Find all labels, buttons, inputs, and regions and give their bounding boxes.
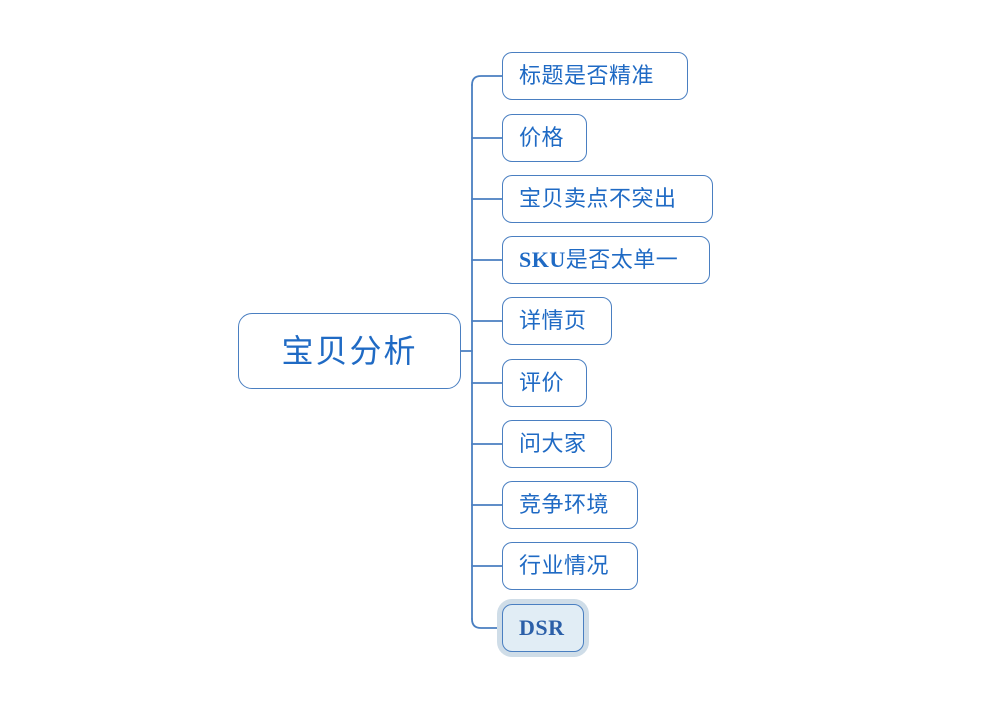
mindmap-node-label: 竞争环境	[519, 492, 610, 517]
mindmap-root-label: 宝贝分析	[281, 333, 418, 369]
mindmap-node-10[interactable]: DSR	[502, 604, 584, 652]
mindmap-node-7[interactable]: 问大家	[502, 420, 612, 468]
mindmap-node-label: 标题是否精准	[519, 63, 655, 88]
mindmap-node-label: 评价	[519, 370, 565, 395]
mindmap-node-label: 宝贝卖点不突出	[519, 186, 677, 211]
mindmap-root-node[interactable]: 宝贝分析	[238, 313, 461, 389]
mindmap-node-3[interactable]: 宝贝卖点不突出	[502, 175, 713, 223]
mindmap-node-label: 价格	[519, 125, 565, 150]
mindmap-node-label: 详情页	[519, 308, 587, 333]
mindmap-node-1[interactable]: 标题是否精准	[502, 52, 688, 100]
mindmap-node-4[interactable]: SKU是否太单一	[502, 236, 710, 284]
mindmap-node-2[interactable]: 价格	[502, 114, 587, 162]
mindmap-node-label: SKU是否太单一	[519, 247, 679, 272]
mindmap-node-label: 行业情况	[519, 553, 610, 578]
mindmap-node-label: 问大家	[519, 431, 587, 456]
connector-branch-1	[471, 75, 503, 86]
mindmap-node-6[interactable]: 评价	[502, 359, 587, 407]
mindmap-node-9[interactable]: 行业情况	[502, 542, 638, 590]
mindmap-node-8[interactable]: 竞争环境	[502, 481, 638, 529]
connector-branch-10	[471, 618, 503, 629]
mindmap-node-5[interactable]: 详情页	[502, 297, 612, 345]
mindmap-node-label: DSR	[519, 615, 565, 640]
